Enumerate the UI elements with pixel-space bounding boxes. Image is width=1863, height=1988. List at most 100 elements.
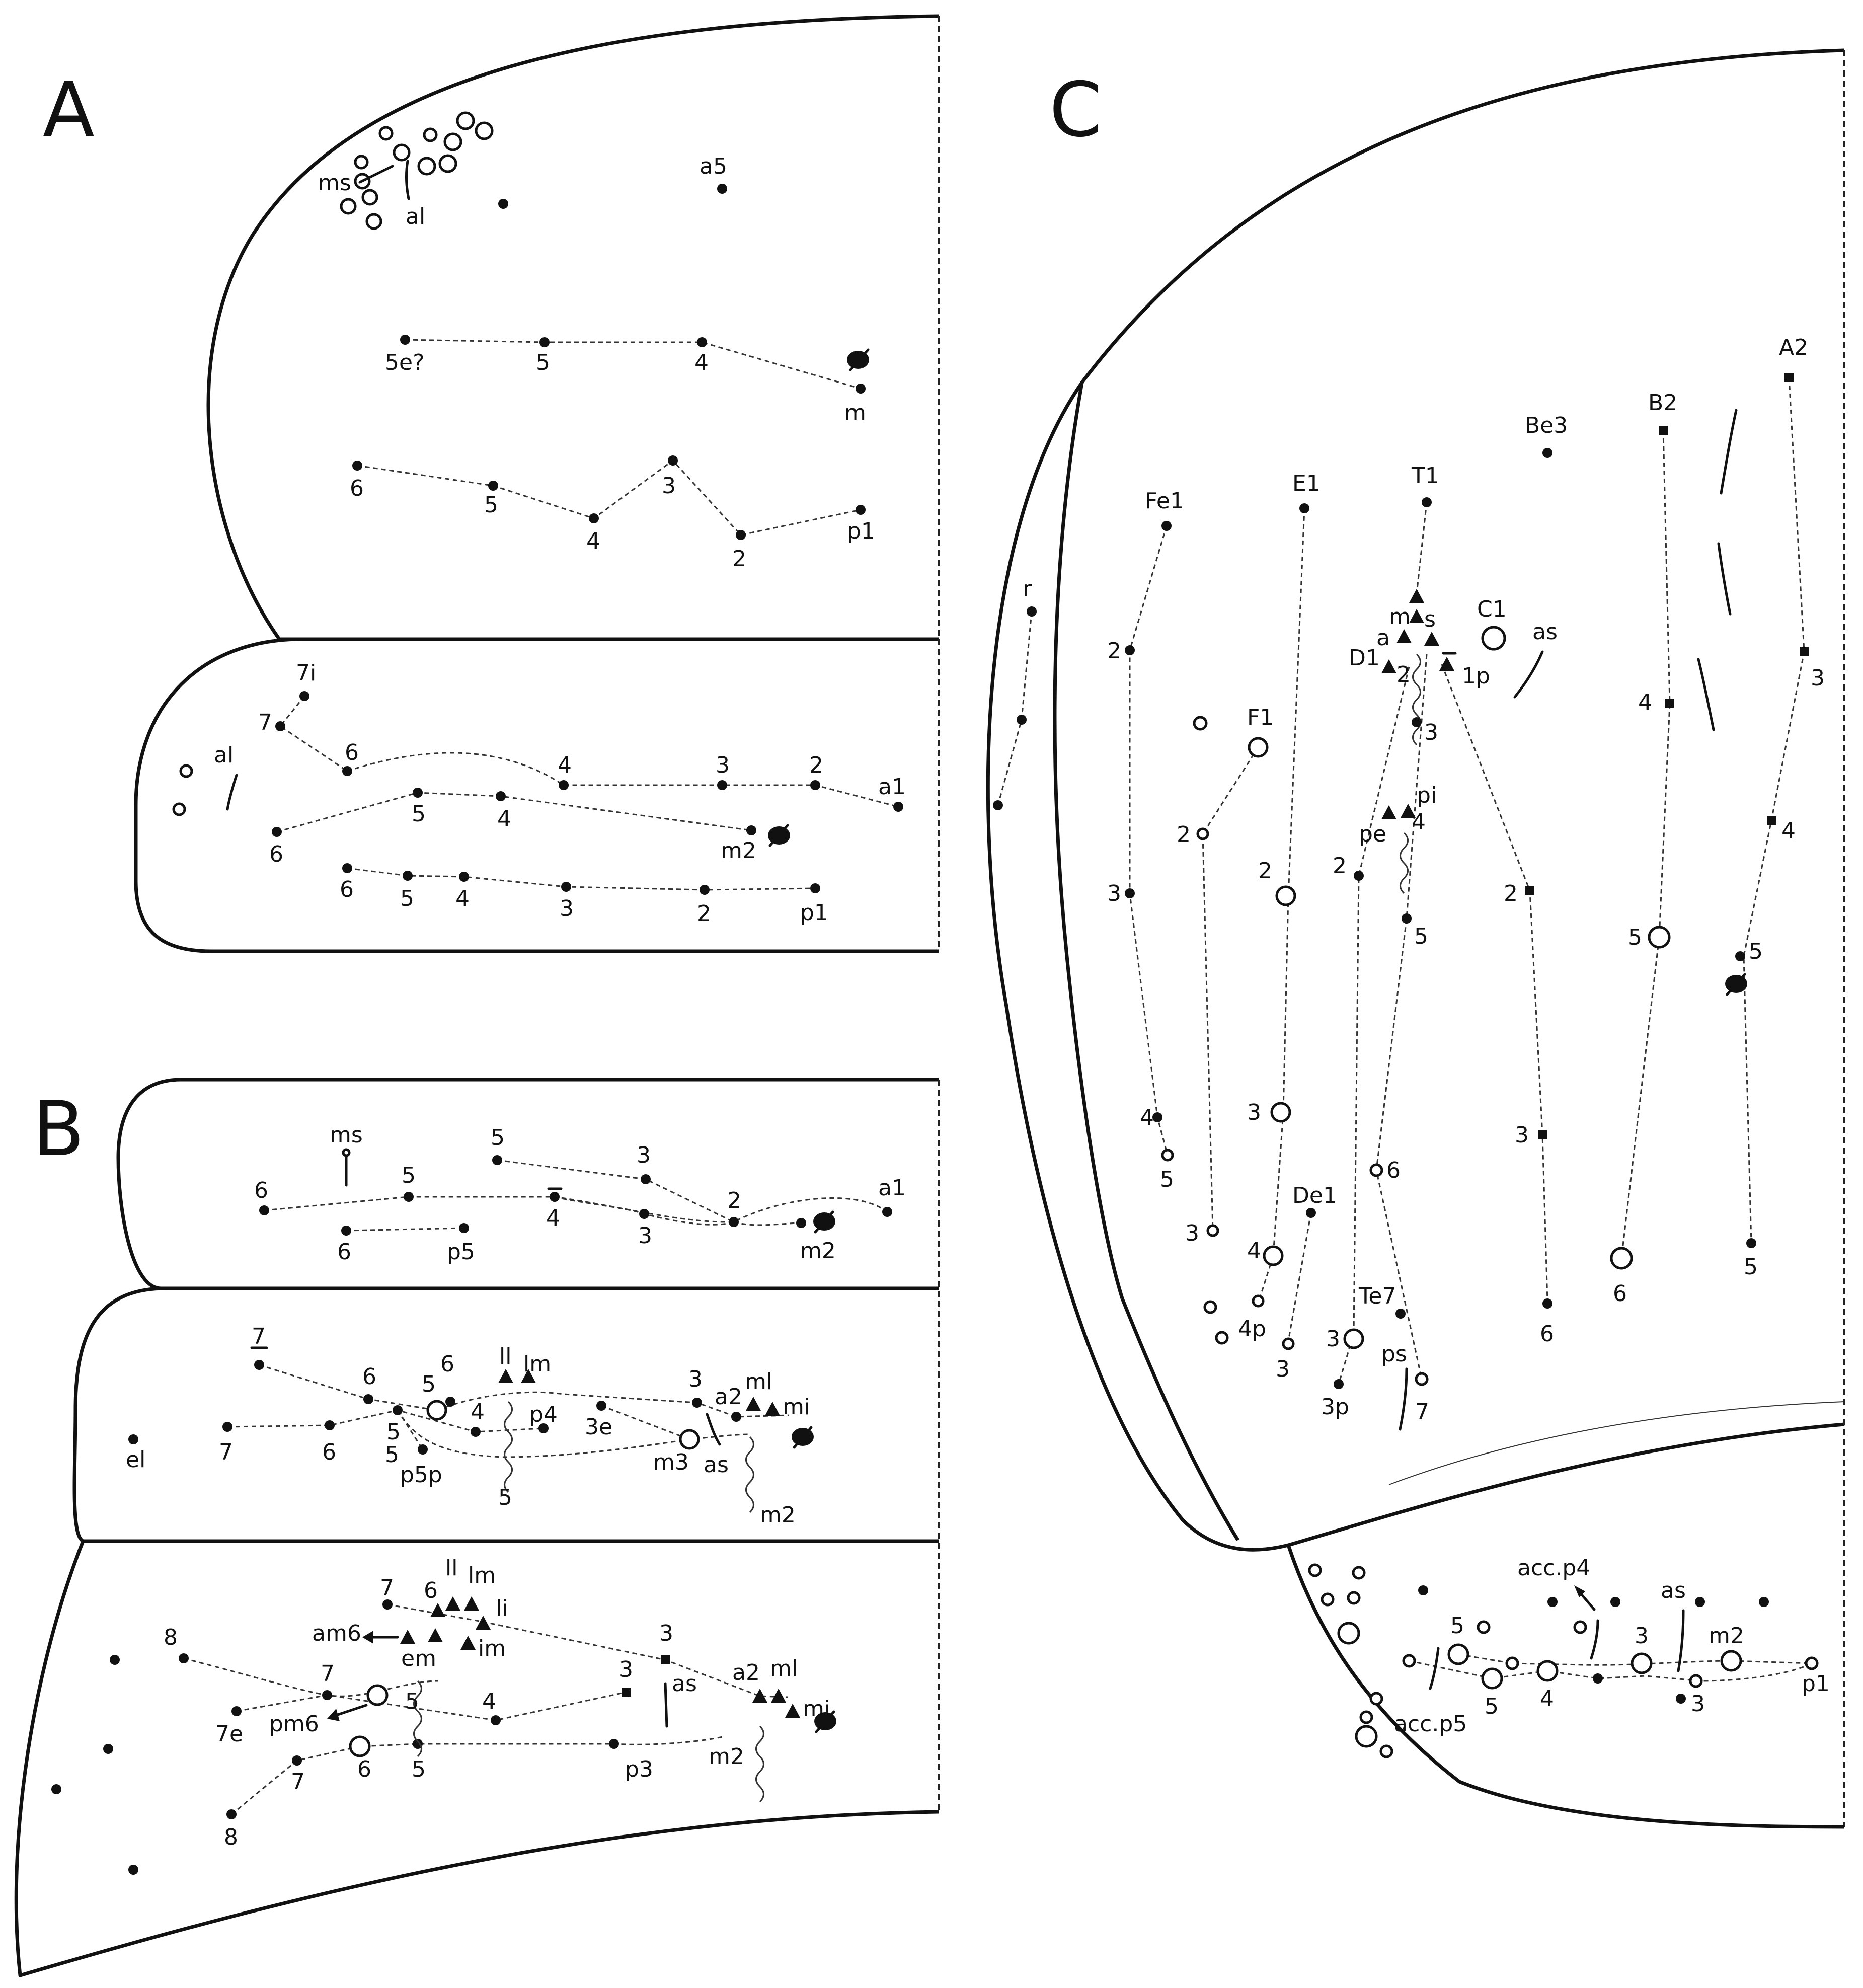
label-al: al xyxy=(406,204,425,230)
seta-a6 xyxy=(342,766,352,776)
label-2: 2 xyxy=(1258,858,1272,884)
c-seg-line-upper xyxy=(1458,1653,1812,1666)
seta-de3 xyxy=(1282,1337,1295,1350)
seta xyxy=(538,1423,549,1433)
label-el: el xyxy=(126,1447,145,1473)
seta-m2 xyxy=(746,825,756,835)
label-4: 4 xyxy=(1412,809,1426,835)
label-pm6: pm6 xyxy=(269,1711,319,1737)
seta-b4 xyxy=(1665,699,1674,708)
label-7: 7 xyxy=(219,1439,233,1465)
pm6-arrowhead xyxy=(327,1709,340,1721)
label-4: 4 xyxy=(1140,1105,1154,1130)
seta-p1 xyxy=(1805,1656,1819,1670)
sensillum-long xyxy=(1697,658,1715,731)
label-as: as xyxy=(1532,619,1558,645)
label-p1: p1 xyxy=(847,518,875,544)
seta-d3 xyxy=(1412,717,1422,727)
pseudopore xyxy=(378,126,394,141)
pseudopore-large xyxy=(426,1400,447,1421)
label-p-4: 4 xyxy=(455,886,470,911)
label-3: 3 xyxy=(637,1142,651,1168)
seta-el xyxy=(128,1434,138,1444)
label-a-7: 7 xyxy=(258,710,272,735)
pm6-arrow xyxy=(335,1704,368,1717)
label-5: 5 xyxy=(422,1371,436,1397)
seta-p1 xyxy=(810,883,820,893)
pseudopore xyxy=(1203,1300,1217,1314)
panel-a-m-row-line xyxy=(405,339,861,390)
seta-p2 xyxy=(736,530,746,540)
seta-fe2 xyxy=(1125,645,1135,655)
seta-p5 xyxy=(403,871,413,881)
label-3: 3 xyxy=(688,1366,703,1392)
seta-3 xyxy=(1343,1328,1364,1349)
label-a2: a2 xyxy=(732,1660,760,1686)
pseudopore xyxy=(1359,1710,1373,1724)
seta-p5 xyxy=(488,481,498,491)
sensillum-long xyxy=(1717,542,1732,616)
seta xyxy=(491,1715,501,1725)
seta-lm xyxy=(521,1369,536,1383)
seta-r2 xyxy=(1017,715,1027,725)
label-as: as xyxy=(704,1452,729,1478)
seta xyxy=(459,1223,469,1233)
as-sensillum xyxy=(706,1413,721,1446)
b-row3-line-lower xyxy=(231,1735,725,1815)
seta xyxy=(692,1398,702,1408)
label-p-6: 6 xyxy=(350,476,364,501)
b-row1-line-p xyxy=(346,1227,464,1232)
seta-de1 xyxy=(1306,1208,1316,1218)
label-5: 5 xyxy=(1485,1694,1499,1719)
label-4: 4 xyxy=(482,1689,496,1714)
ms-socket xyxy=(342,1148,351,1157)
panel-letter-c: C xyxy=(1049,66,1102,154)
panel-a-seg-p-row-line xyxy=(347,867,816,891)
seta xyxy=(222,1422,232,1432)
label-3: 3 xyxy=(1247,1100,1261,1125)
label-p-2: 2 xyxy=(732,546,746,572)
seta-a3 xyxy=(717,780,727,790)
panel-a-head-outline xyxy=(206,14,939,641)
label-7: 7 xyxy=(380,1575,394,1601)
seta-im xyxy=(460,1636,476,1650)
wavy-macrochaeta xyxy=(504,1401,513,1493)
label-a1: a1 xyxy=(878,774,906,800)
label-4: 4 xyxy=(1247,1238,1261,1264)
seta-p5-large xyxy=(1447,1643,1469,1665)
pseudopore xyxy=(1215,1331,1229,1345)
seta-square xyxy=(661,1655,670,1664)
label-5: 5 xyxy=(1628,925,1642,950)
seta xyxy=(1418,1585,1428,1595)
sensillum-long xyxy=(1720,409,1738,495)
label-5: 5 xyxy=(1160,1167,1174,1192)
seta-c3 xyxy=(1538,1130,1547,1139)
label-5: 5 xyxy=(498,1485,512,1510)
accp4-arrow xyxy=(1579,1591,1596,1611)
seta-6 xyxy=(430,1603,445,1617)
b-row3-line-8 xyxy=(183,1657,438,1697)
label-a5: a5 xyxy=(700,154,727,179)
seta xyxy=(103,1744,113,1754)
seta-a2 xyxy=(752,1689,767,1703)
label-3: 3 xyxy=(619,1657,633,1683)
label-Te7: Te7 xyxy=(1358,1283,1396,1309)
c-seg-line-lower xyxy=(1409,1660,1812,1682)
pseudopore xyxy=(1379,1744,1393,1758)
seta-m6 xyxy=(272,827,282,837)
label-pi: pi xyxy=(1417,783,1437,808)
label-p-2: 2 xyxy=(697,901,711,927)
label-6: 6 xyxy=(362,1364,376,1390)
label-as: as xyxy=(1661,1578,1686,1603)
label-a-3: 3 xyxy=(716,752,730,778)
label-7i: 7i xyxy=(296,660,316,686)
seta-5-large xyxy=(1481,1667,1503,1690)
label-3: 3 xyxy=(1326,1326,1340,1352)
pseudopore xyxy=(1402,1654,1416,1668)
seta-m xyxy=(856,384,866,394)
c-line-r xyxy=(997,611,1033,806)
seta-m5 xyxy=(539,337,550,347)
label-3e: 3e xyxy=(585,1414,612,1440)
label-2: 2 xyxy=(1396,662,1411,687)
label-li: li xyxy=(496,1595,508,1621)
